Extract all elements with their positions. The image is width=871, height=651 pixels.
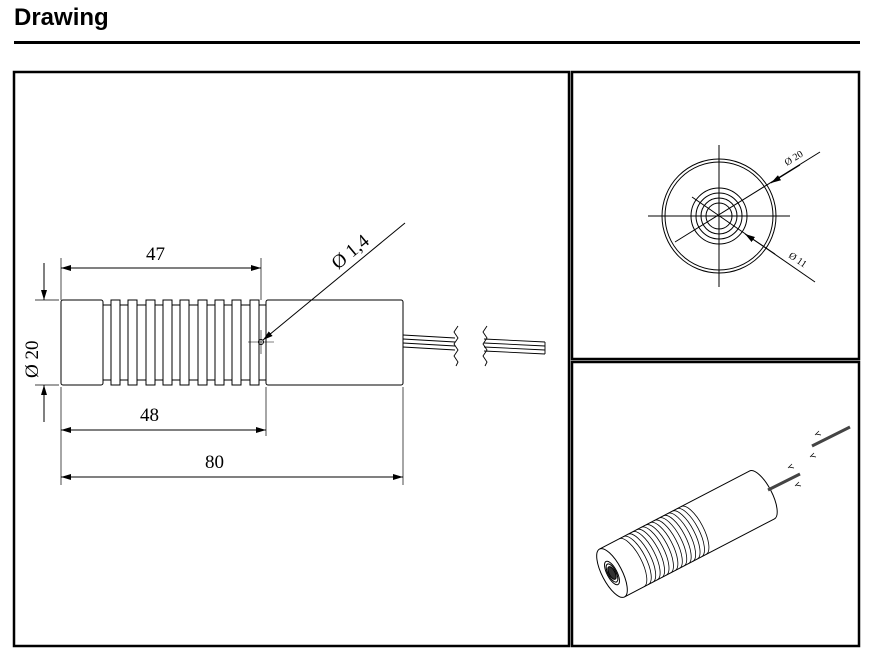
dim-length-finned: 47 (146, 244, 165, 265)
isometric-view-panel (570, 360, 861, 648)
dim-outer-diameter: Ø 20 (783, 149, 806, 169)
isometric-laser-module (596, 425, 851, 598)
dim-inner-diameter: Ø 11 (786, 250, 808, 270)
end-view-panel (570, 70, 861, 361)
dim-length-head: 48 (140, 405, 159, 426)
end-view-drawing (648, 145, 821, 287)
dim-diameter: Ø 20 (22, 341, 43, 378)
cable (402, 325, 546, 367)
side-view-drawing (35, 222, 546, 485)
dim-length-total: 80 (205, 452, 224, 473)
section-title: Drawing (14, 4, 109, 31)
iso-cable (767, 425, 851, 492)
cooling-fins (110, 299, 260, 386)
side-view-panel (12, 70, 571, 648)
title-divider (14, 41, 860, 44)
